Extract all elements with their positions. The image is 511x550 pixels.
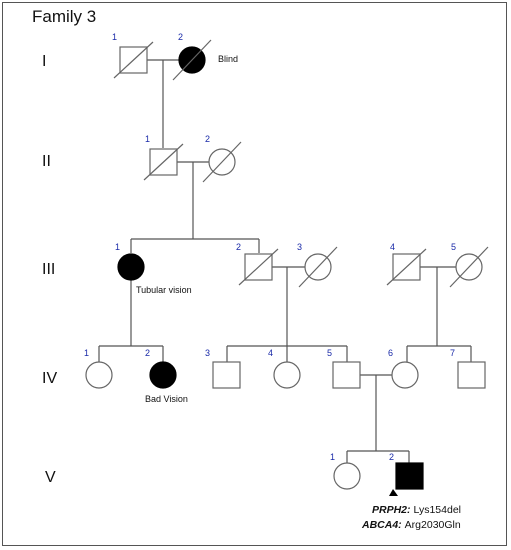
- individual-iii-5: 5: [449, 242, 489, 288]
- individual-number: 3: [205, 348, 210, 358]
- generation-label-ii: II: [42, 153, 51, 170]
- deceased-slash: [449, 246, 489, 288]
- deceased-slash: [143, 143, 184, 181]
- individual-number: 4: [268, 348, 273, 358]
- individual-iv-5: 5: [327, 348, 361, 389]
- deceased-slash: [113, 41, 154, 79]
- individual-number: 5: [327, 348, 332, 358]
- variant-prph2: Lys154del: [414, 504, 461, 516]
- figure-title: Family 3: [32, 7, 96, 26]
- individual-i-2: 2 Blind: [172, 32, 238, 81]
- individual-ii-2: 2: [202, 134, 242, 183]
- individual-iii-4: 4: [386, 242, 427, 286]
- individual-iv-6: 6: [388, 348, 419, 389]
- male-symbol: [457, 361, 486, 389]
- individual-number: 2: [145, 348, 150, 358]
- individual-i-1: 1: [112, 32, 154, 79]
- generation-label-v: V: [45, 469, 56, 486]
- individual-number: 1: [330, 452, 335, 462]
- generation-label-iv: IV: [42, 370, 57, 387]
- individual-number: 1: [115, 242, 120, 252]
- individual-v-2: 2 PRPH2:Lys154del ABCA4:Arg2030Gln: [361, 452, 461, 531]
- deceased-slash: [172, 39, 212, 81]
- individual-iii-1: 1 Tubular vision: [115, 242, 192, 295]
- female-symbol: [333, 462, 361, 490]
- deceased-slash: [238, 248, 279, 286]
- individual-iv-2: 2 Bad Vision: [145, 348, 188, 404]
- deceased-slash: [386, 248, 427, 286]
- genotype-line-2: ABCA4:Arg2030Gln: [361, 519, 461, 531]
- individual-iv-4: 4: [268, 348, 301, 389]
- genotype-line-1: PRPH2:Lys154del: [372, 504, 461, 516]
- individual-iii-3: 3: [297, 242, 338, 288]
- female-symbol: [273, 361, 301, 389]
- individual-ii-1: 1: [143, 134, 184, 181]
- phenotype-note: Tubular vision: [136, 285, 192, 295]
- deceased-slash: [298, 246, 338, 288]
- relationship-lines: [98, 59, 472, 463]
- individual-number: 4: [390, 242, 395, 252]
- female-symbol: [85, 361, 113, 389]
- phenotype-note: Bad Vision: [145, 394, 188, 404]
- deceased-slash: [202, 141, 242, 183]
- individual-number: 2: [389, 452, 394, 462]
- individual-number: 2: [236, 242, 241, 252]
- female-symbol: [391, 361, 419, 389]
- affected-female-symbol: [117, 253, 145, 281]
- individual-number: 6: [388, 348, 393, 358]
- individual-iv-7: 7: [450, 348, 486, 389]
- individual-iv-1: 1: [84, 348, 113, 389]
- affected-female-symbol: [149, 361, 177, 389]
- male-symbol: [332, 361, 361, 389]
- individual-v-1: 1: [330, 452, 361, 490]
- individual-number: 2: [205, 134, 210, 144]
- individual-number: 2: [178, 32, 183, 42]
- gene-name-abca4: ABCA4:: [361, 519, 402, 531]
- variant-abca4: Arg2030Gln: [405, 519, 461, 531]
- individual-number: 5: [451, 242, 456, 252]
- generation-label-iii: III: [42, 261, 55, 278]
- affected-male-symbol: [395, 462, 424, 490]
- figure-frame: [2, 2, 507, 546]
- gene-name-prph2: PRPH2:: [372, 504, 411, 516]
- male-symbol: [212, 361, 241, 389]
- individual-number: 7: [450, 348, 455, 358]
- individual-iv-3: 3: [205, 348, 241, 389]
- individual-number: 1: [84, 348, 89, 358]
- individual-number: 3: [297, 242, 302, 252]
- generation-label-i: I: [42, 53, 46, 70]
- individual-number: 1: [145, 134, 150, 144]
- proband-arrow-icon: [389, 489, 398, 496]
- individual-iii-2: 2: [236, 242, 279, 286]
- individual-number: 1: [112, 32, 117, 42]
- phenotype-note: Blind: [218, 54, 238, 64]
